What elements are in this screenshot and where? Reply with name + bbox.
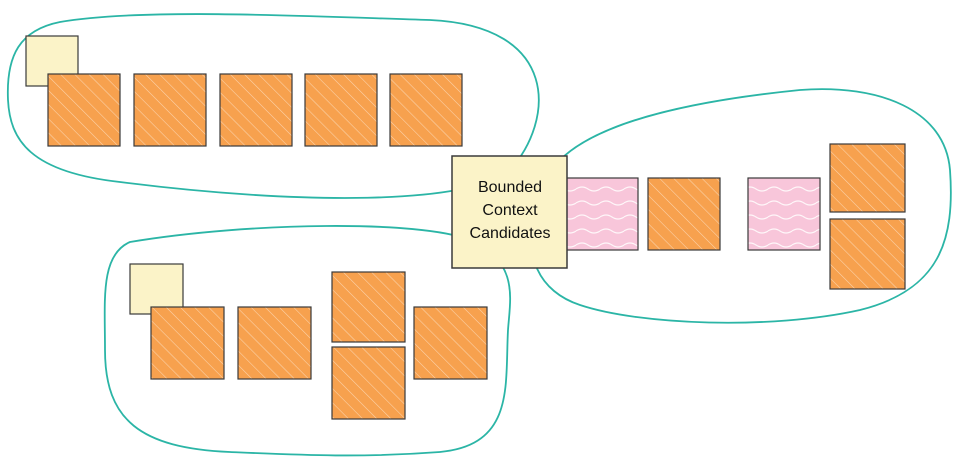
note-line-2: Context — [482, 202, 538, 219]
event-note — [219, 73, 293, 147]
event-note — [133, 73, 207, 147]
cluster-bottom-left — [129, 263, 488, 420]
actor-note — [129, 263, 184, 315]
event-note — [331, 271, 406, 343]
note-line-3: Candidates — [470, 225, 551, 242]
event-note — [389, 73, 463, 147]
bounded-context-candidates-note: Bounded Context Candidates — [451, 155, 568, 269]
cluster-outline-bottom-left — [103, 225, 512, 457]
event-note — [331, 346, 406, 420]
note-line-1: Bounded — [478, 179, 542, 196]
event-note — [237, 306, 312, 380]
hotspot-note — [747, 177, 821, 251]
cluster-top-left — [25, 35, 463, 147]
event-note — [47, 73, 121, 147]
hotspot-note — [565, 177, 639, 251]
event-note — [150, 306, 225, 380]
event-note — [647, 177, 721, 251]
event-note — [829, 218, 906, 290]
event-note — [829, 143, 906, 213]
event-note — [413, 306, 488, 380]
cluster-right — [565, 143, 906, 290]
event-note — [304, 73, 378, 147]
